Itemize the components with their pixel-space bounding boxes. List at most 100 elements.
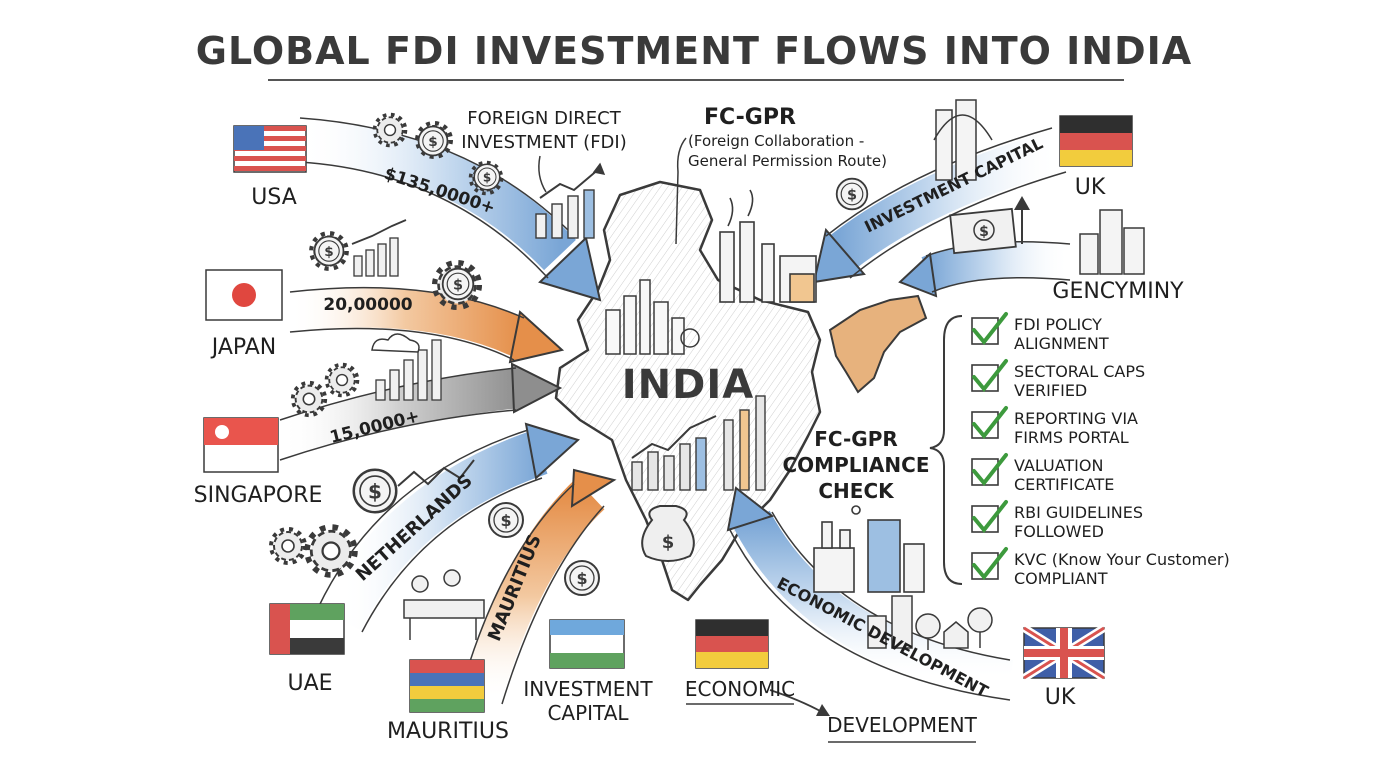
compliance-item-line1: REPORTING VIA (1014, 409, 1138, 428)
compliance-item-line2: VERIFIED (1014, 381, 1087, 400)
compliance-item: VALUATION CERTIFICATE (971, 453, 1114, 494)
page-title: GLOBAL FDI INVESTMENT FLOWS INTO INDIA (196, 29, 1192, 73)
fdi-note-line2: INVESTMENT (FDI) (461, 132, 627, 153)
flag-usa (233, 125, 307, 173)
money-bag-icon: $ (641, 505, 695, 562)
source-label-usa: USA (251, 185, 297, 210)
dollar-coin-icon (564, 560, 600, 596)
fcgpr-note-heading: FC-GPR (704, 105, 796, 130)
flow-arrow-japan (287, 286, 565, 364)
bottom-label-investment-line1: INVESTMENT (523, 677, 653, 701)
svg-text:$: $ (979, 224, 989, 240)
check-icon (972, 547, 1008, 581)
compliance-item-line2: FOLLOWED (1014, 522, 1104, 541)
city-skyline-icon (605, 279, 700, 355)
compliance-item: REPORTING VIA FIRMS PORTAL (971, 406, 1138, 447)
flow-arrow-uk-top (812, 127, 1067, 284)
compliance-heading-line3: CHECK (818, 479, 895, 503)
dollar-coin-icon (473, 163, 501, 191)
source-label-mauritius: MAURITIUS (387, 719, 509, 744)
bottom-label-investment-line2: CAPITAL (547, 701, 629, 725)
gear-icon (269, 527, 307, 565)
banknote-icon: $ (949, 196, 1030, 255)
gear-icon (324, 362, 360, 398)
zigzag-growth-line (397, 459, 475, 487)
flow-arrow-economic-development (726, 486, 1014, 701)
compliance-heading-line2: COMPLIANCE (783, 453, 930, 477)
source-label-japan: JAPAN (210, 335, 277, 360)
compliance-item-line1: VALUATION (1014, 456, 1103, 475)
source-label-uae: UAE (287, 671, 332, 696)
bottom-label-economic: ECONOMIC (685, 677, 795, 701)
flow-arrow-singapore (273, 362, 563, 461)
fcgpr-note-line2: General Permission Route) (688, 152, 887, 170)
dollar-coin-icon (352, 468, 398, 514)
compliance-list: FDI POLICY ALIGNMENT SECTORAL CAPS VERIF… (971, 312, 1230, 588)
flag-japan (205, 269, 283, 321)
compliance-item-line2: ALIGNMENT (1014, 334, 1109, 353)
fcgpr-note: FC-GPR (Foreign Collaboration - General … (675, 105, 887, 245)
india-label: INDIA (622, 362, 754, 408)
flag-germany-top (1059, 115, 1133, 167)
flag-germany-bottom (695, 619, 769, 669)
bar-chart-icon (375, 339, 442, 401)
check-icon (972, 359, 1008, 393)
flow-value-japan: 20,00000 (323, 295, 412, 315)
compliance-item-line1: KVC (Know Your Customer) (1014, 550, 1230, 569)
bar-chart-icon (535, 162, 606, 239)
compliance-heading: FC-GPR COMPLIANCE CHECK (783, 427, 930, 503)
flag-singapore (203, 417, 279, 473)
svg-text:$: $ (662, 532, 675, 553)
source-label-uk-top: UK (1075, 175, 1106, 200)
compliance-heading-line1: FC-GPR (814, 427, 898, 451)
check-icon (972, 312, 1008, 346)
bar-chart-icon (351, 219, 407, 277)
source-label-gencyminy: GENCYMINY (1052, 279, 1184, 304)
source-label-uk-bottom: UK (1045, 685, 1076, 710)
compliance-item: KVC (Know Your Customer) COMPLIANT (971, 547, 1230, 588)
development-pointer-arrow (769, 689, 823, 713)
compliance-item-line2: COMPLIANT (1014, 569, 1108, 588)
investment-meeting-sketch (403, 569, 485, 640)
fdi-note-line1: FOREIGN DIRECT (467, 108, 621, 129)
northeast-region (828, 294, 928, 394)
compliance-item: FDI POLICY ALIGNMENT (971, 312, 1109, 353)
flow-arrow-mauritius (459, 468, 617, 706)
compliance-item-line2: CERTIFICATE (1014, 475, 1114, 494)
compliance-item-line1: RBI GUIDELINES (1014, 503, 1143, 522)
fcgpr-note-line1: (Foreign Collaboration - (688, 132, 864, 150)
fdi-note: FOREIGN DIRECT INVESTMENT (FDI) (461, 108, 627, 193)
dollar-coin-icon (488, 502, 524, 538)
compliance-brace (929, 315, 963, 585)
factory-icon (813, 505, 925, 593)
compliance-item: SECTORAL CAPS VERIFIED (971, 359, 1145, 400)
dollar-coin-icon (441, 267, 475, 301)
dollar-coin-icon (417, 125, 449, 157)
check-icon (972, 500, 1008, 534)
bar-chart-icon (631, 395, 766, 491)
check-icon (972, 406, 1008, 440)
cloud-sketch (371, 333, 420, 353)
factory-icon (719, 189, 817, 303)
compliance-item: RBI GUIDELINES FOLLOWED (971, 500, 1143, 541)
bottom-label-development: DEVELOPMENT (827, 713, 977, 737)
flow-arrow-usa (298, 117, 602, 302)
flag-uk (1021, 624, 1107, 682)
tree-icon (867, 595, 993, 650)
dollar-coin-icon (835, 177, 869, 211)
flag-uzbekistan (549, 619, 625, 669)
compliance-item-line1: SECTORAL CAPS (1014, 362, 1145, 381)
flow-arrow-netherlands (317, 422, 580, 633)
compliance-item-line2: FIRMS PORTAL (1014, 428, 1129, 447)
source-label-singapore: SINGAPORE (194, 483, 323, 508)
flag-uae (269, 603, 345, 655)
check-icon (972, 453, 1008, 487)
compliance-item-line1: FDI POLICY (1014, 315, 1102, 334)
india-map: $ (554, 180, 928, 602)
dollar-coin-icon (313, 235, 345, 267)
city-skyline-icon (933, 99, 1145, 275)
flag-mauritius (409, 659, 485, 713)
development-pointer-head (816, 704, 830, 716)
